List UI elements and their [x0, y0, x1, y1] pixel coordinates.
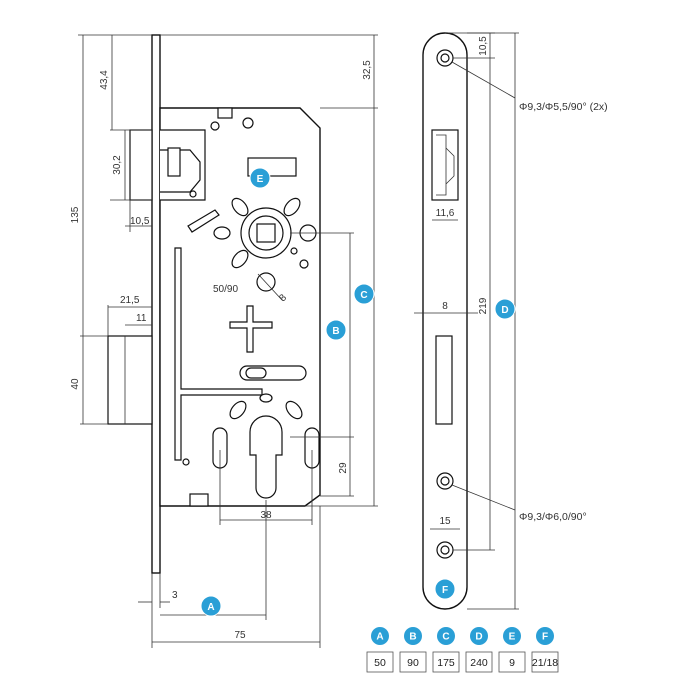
dim-8-right: 8 — [442, 301, 448, 312]
cross-slot — [229, 305, 273, 353]
dim-43-4: 43,4 — [99, 70, 110, 90]
letter-bubbles: A B C D E F — [200, 167, 516, 617]
dim-10-5: 10,5 — [130, 216, 150, 227]
dim-38: 38 — [260, 510, 272, 521]
lock-side-view — [107, 34, 321, 574]
dim-30-2: 30,2 — [112, 155, 123, 175]
bubble-e: E — [249, 167, 271, 189]
dim-21-5: 21,5 — [120, 295, 140, 306]
dim-135: 135 — [70, 206, 81, 223]
bubble-d: D — [494, 298, 516, 320]
dim-11-6: 11,6 — [436, 208, 455, 219]
dim-219: 219 — [478, 297, 489, 314]
bubble-a: A — [200, 595, 222, 617]
dimension-lines-right — [414, 32, 519, 610]
legend-value: 240 — [470, 657, 488, 669]
legend-item-f: F 21/18 — [531, 627, 559, 673]
legend-letter: E — [509, 632, 516, 643]
legend-value-box — [366, 651, 394, 673]
faceplate — [151, 34, 161, 574]
svg-text:F: F — [442, 585, 448, 596]
spindle-square — [256, 223, 276, 243]
dimension-lines-left — [78, 34, 378, 648]
cylinder-cutout — [249, 415, 283, 499]
dim-3: 3 — [172, 590, 178, 601]
bottom-screw-block — [189, 493, 209, 507]
dim-40: 40 — [70, 378, 81, 390]
legend-letter: D — [475, 632, 482, 643]
rivet — [299, 259, 309, 269]
legend-bubble — [437, 627, 455, 645]
dim-75: 75 — [234, 630, 246, 641]
rivet — [242, 117, 254, 129]
lock-case — [159, 107, 321, 507]
legend-value-box — [531, 651, 559, 673]
rivet — [189, 190, 197, 198]
dim-10-5-right: 10,5 — [478, 36, 489, 56]
latch-spring — [167, 147, 181, 177]
svg-text:E: E — [257, 174, 264, 185]
bubble-c: C — [353, 283, 375, 305]
hole-note-bottom: Φ9,3/Φ6,0/90° — [519, 511, 587, 523]
legend-value-box — [399, 651, 427, 673]
legend-value: 9 — [509, 657, 515, 669]
legend-value-box — [432, 651, 460, 673]
svg-text:B: B — [332, 326, 339, 337]
legend-value: 21/18 — [532, 657, 558, 669]
faceplate-front-view — [422, 32, 468, 610]
legend-item-e: E9 — [498, 627, 526, 673]
rivet — [210, 121, 220, 131]
latch-bolt — [129, 129, 153, 201]
hole-note-top: Φ9,3/Φ5,5/90° (2x) — [519, 101, 608, 113]
legend-bubble — [371, 627, 389, 645]
dimension-texts-right: 10,5 11,6 8 219 15 Φ9,3/Φ5,5/90° (2x) Φ9… — [436, 36, 608, 527]
legend-item-a: A 50 — [366, 627, 394, 673]
legend-bubble — [404, 627, 422, 645]
legend-letter: C — [442, 632, 449, 643]
legend-value-box — [465, 651, 493, 673]
svg-text:A: A — [207, 602, 214, 613]
bubble-b: B — [325, 319, 347, 341]
rivet — [182, 458, 190, 466]
legend-bubble — [470, 627, 488, 645]
dim-50-90: 50/90 — [213, 284, 238, 295]
dim-32-5: 32,5 — [362, 60, 373, 80]
top-screw-block — [217, 107, 233, 119]
deadbolt-opening — [435, 335, 453, 425]
legend-letter: A — [376, 632, 383, 643]
bubble-f: F — [434, 578, 456, 600]
legend-value-box — [498, 651, 526, 673]
deadbolt — [107, 335, 153, 425]
guide-slot — [187, 209, 220, 233]
legend-letter: B — [409, 632, 416, 643]
legend-letter: F — [542, 632, 548, 643]
latch-mechanism — [160, 129, 206, 201]
rivet — [290, 247, 298, 255]
legend-item-d: D 240 — [465, 627, 493, 673]
legend-item-c: C 175 — [432, 627, 460, 673]
legend-item-b: B 90 — [399, 627, 427, 673]
dim-15: 15 — [439, 516, 451, 527]
svg-text:D: D — [501, 305, 508, 316]
dim-29: 29 — [338, 462, 349, 474]
legend-value: 90 — [407, 657, 419, 669]
legend-value: 50 — [374, 657, 386, 669]
legend-bubble — [503, 627, 521, 645]
dim-11: 11 — [136, 313, 147, 324]
legend-value: 175 — [437, 657, 455, 669]
legend-bubble — [536, 627, 554, 645]
svg-text:C: C — [360, 290, 367, 301]
